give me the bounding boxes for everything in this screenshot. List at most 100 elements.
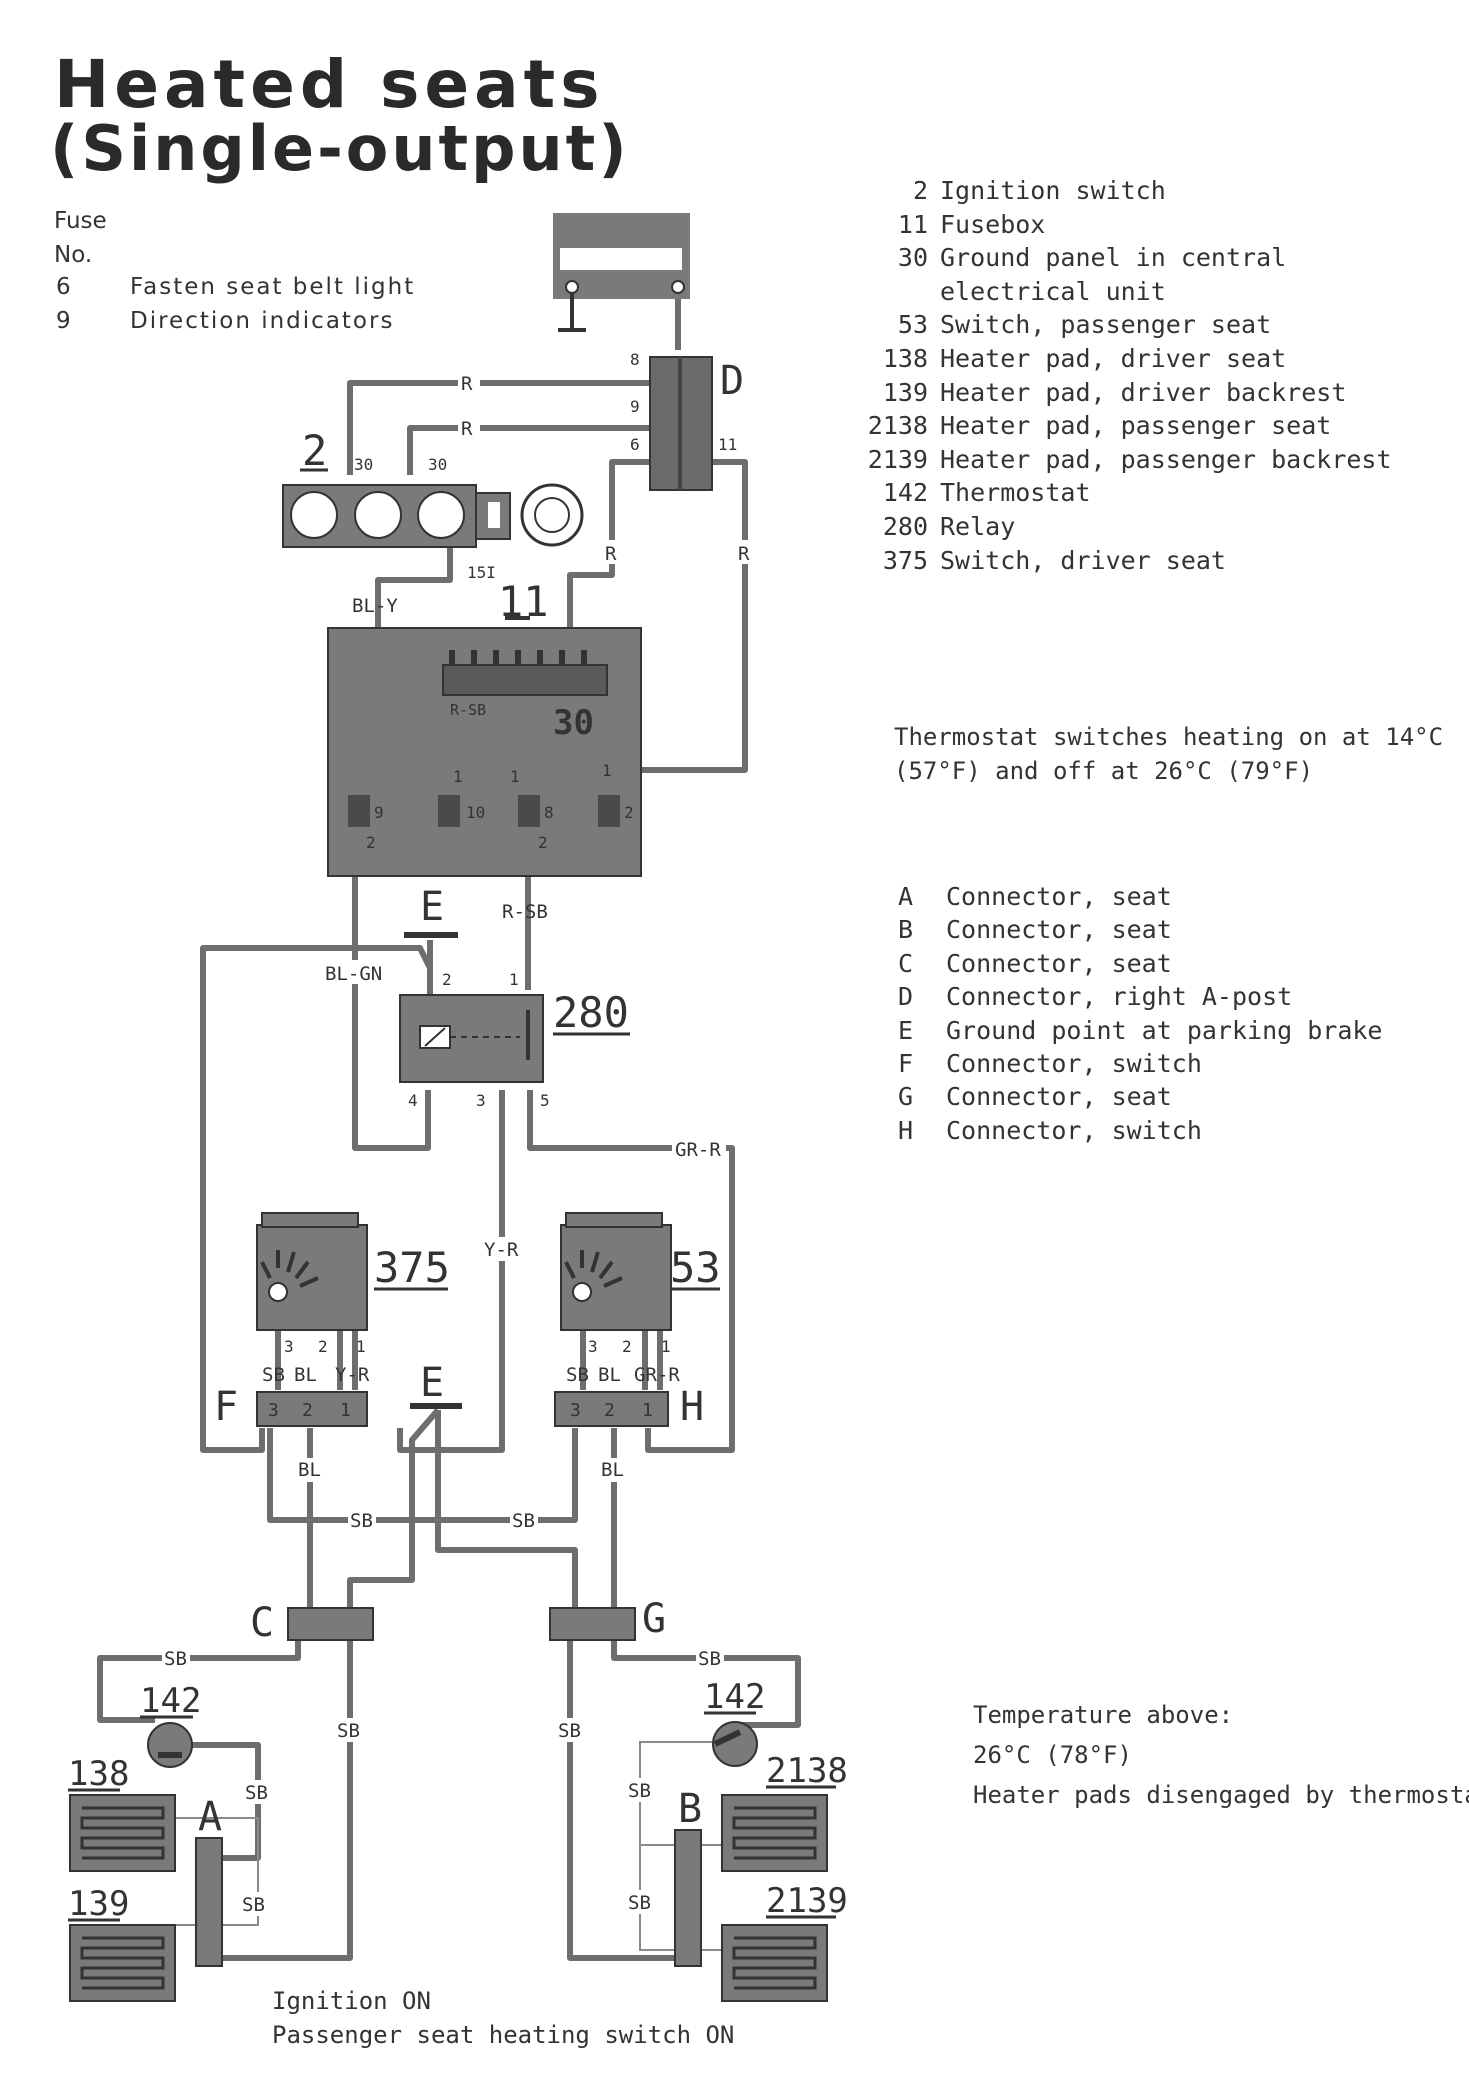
connector-pin-label: 1 [340, 1400, 351, 1421]
connector-f [256, 1391, 368, 1427]
wire-label-bg [599, 1458, 627, 1482]
switch-375 [256, 1212, 368, 1331]
connector-letter: C [898, 948, 914, 978]
wire-label-bg [510, 1508, 538, 1532]
pin-label: 3 [476, 1091, 486, 1110]
connector-letter-labels: D E E F H C G A B [198, 358, 744, 1840]
legend-num: 2 [912, 176, 928, 205]
wire-e-mid-1 [347, 1408, 441, 1610]
wire-label-bg [556, 1718, 584, 1742]
pin-label: 30 [428, 455, 447, 474]
connector-b [674, 1829, 702, 1967]
pin-number-labels: 8 9 6 11 30 30 15I 1 10 9 2 1 8 2 1 2 2 … [284, 350, 737, 1356]
ignition-contact-1 [290, 491, 338, 539]
legend-row: 138 Heater pad, driver seat [866, 342, 1392, 376]
legend-desc: Heater pad, driver seat [940, 343, 1287, 373]
pin-label: 3 [284, 1337, 294, 1356]
legend-desc: Thermostat [940, 478, 1091, 508]
wire-gr-r [527, 1090, 735, 1453]
connector-letter: F [898, 1049, 914, 1079]
label-conn-e-mid: E [420, 1360, 444, 1406]
pin-label: 6 [630, 435, 640, 454]
connector-desc: Connector, switch [946, 1115, 1202, 1145]
legend-num: 138 [882, 343, 928, 373]
battery [553, 213, 690, 332]
pin-label: 1 [602, 761, 612, 780]
legend-row: electrical unit [866, 275, 1392, 309]
wire-f-sb [267, 1428, 578, 1523]
connector-pin-label: 1 [642, 1400, 653, 1421]
label-thermostat-right: 142 [704, 1677, 765, 1717]
pin-label: 2 [318, 1337, 328, 1356]
legend-desc: Ignition switch [940, 176, 1166, 205]
pin-label: 30 [354, 455, 373, 474]
wire-label: SB [628, 1780, 651, 1802]
pin-label: 2 [442, 970, 452, 989]
wire-r-6 [567, 459, 650, 660]
connector-pin-labels: 3 2 1 3 2 1 [268, 1400, 653, 1421]
legend-desc: Ground panel in central [940, 243, 1287, 273]
wire-label: SB [337, 1720, 360, 1742]
label-relay: 280 [553, 988, 629, 1037]
wire-label: SB [698, 1648, 721, 1670]
wire-r-9 [407, 425, 650, 475]
wire-g-sb-right [611, 1640, 801, 1728]
wire-bl-gn [352, 840, 431, 1151]
wire-label: BL [601, 1459, 624, 1481]
wire-e-mid-2 [435, 1410, 578, 1610]
connector-h [554, 1391, 669, 1427]
pin-label: 10 [466, 803, 485, 822]
label-conn-f: F [214, 1384, 238, 1430]
legend-num: 280 [882, 511, 928, 541]
wire-c-to-139 [220, 1640, 353, 1961]
pin-label: 4 [408, 1091, 418, 1110]
connector-c [287, 1607, 374, 1641]
pin-label: 1 [509, 970, 519, 989]
wire-y-r [397, 1090, 505, 1453]
thermostat-right-icon [712, 1721, 758, 1767]
switch-375-lamp-icon [268, 1282, 288, 1302]
wire-label-bg [626, 1778, 654, 1802]
diagram-title: Heated seats [54, 46, 605, 123]
wire-label: Y-R [484, 1239, 519, 1261]
battery-ground-symbol [558, 293, 586, 332]
wire-label: BL [298, 1459, 321, 1481]
connector-pin-label: 2 [604, 1400, 615, 1421]
temperature-note-line: Heater pads disengaged by thermostat [973, 1781, 1469, 1809]
ignition-note: Ignition ON Passenger seat heating switc… [272, 1984, 734, 2052]
wire-label: BL-Y [352, 595, 398, 617]
ground-panel-30 [442, 664, 608, 696]
fuse-2-icon [598, 795, 620, 827]
heater-pad-138-element [80, 1806, 165, 1860]
switch-wire-label: SB [566, 1364, 589, 1386]
connector-letter: A [898, 882, 914, 911]
label-switch-53: 53 [670, 1243, 721, 1292]
fuse-heading: Fuse [54, 208, 107, 234]
connector-desc: Ground point at parking brake [946, 1015, 1383, 1045]
label-thermostat-left: 142 [140, 1681, 201, 1721]
label-fusebox: 11 [498, 577, 549, 626]
ignition-note-line: Passenger seat heating switch ON [272, 2021, 735, 2049]
thermostat-right-contact [713, 1729, 742, 1747]
wire-label: R [605, 543, 617, 565]
label-pad-138: 138 [68, 1754, 129, 1794]
battery-neg-terminal [565, 280, 579, 294]
connector-a [195, 1837, 223, 1967]
switch-wire-label: Y-R [335, 1364, 370, 1386]
pin-label: 9 [630, 397, 640, 416]
wire-label-bg [735, 540, 757, 564]
pin-label: 1 [510, 767, 520, 786]
legend-num: 2139 [867, 444, 928, 474]
fuse-item-no: 9 [56, 308, 71, 334]
pin-label: 8 [544, 803, 554, 822]
fuse-item-label: Fasten seat belt light [130, 274, 416, 300]
wire-label: R [461, 418, 473, 440]
legend-num: 375 [882, 545, 928, 575]
ignition-lock-slot [488, 502, 500, 528]
